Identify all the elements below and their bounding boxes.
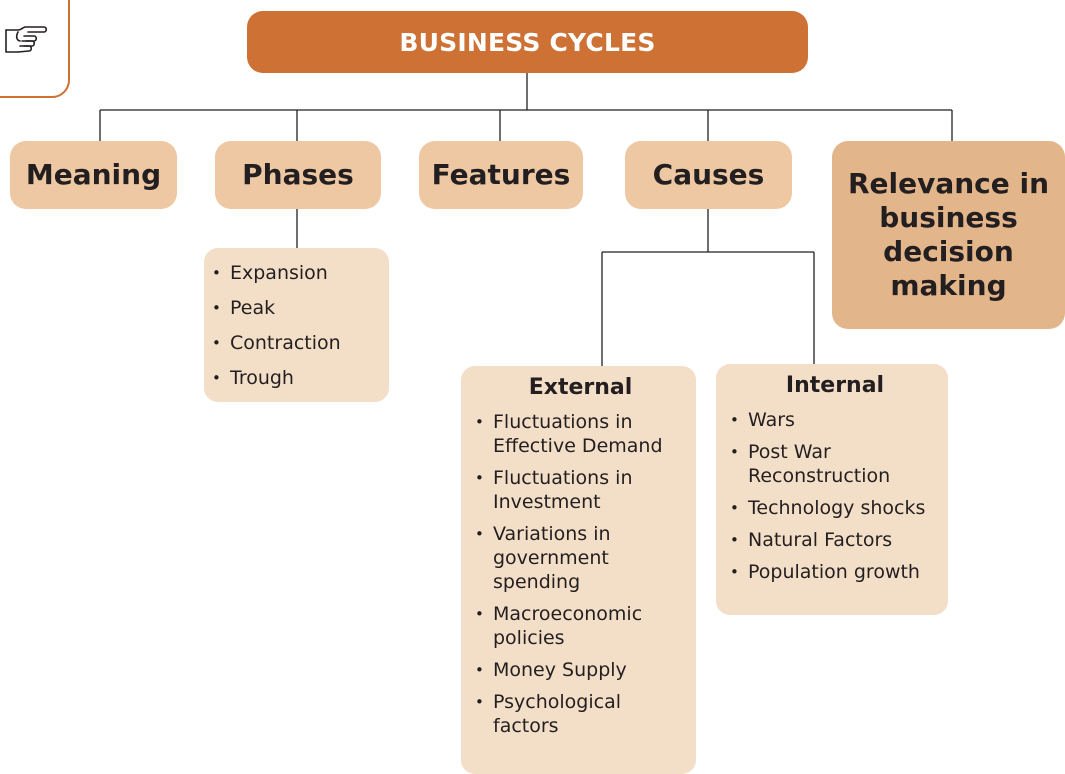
features-label: Features — [431, 157, 571, 191]
list-item: Technology shocks — [726, 496, 944, 520]
list-item: Natural Factors — [726, 528, 944, 552]
features-box: Features — [419, 141, 583, 209]
phases-label: Phases — [242, 157, 354, 191]
causes-label: Causes — [652, 157, 765, 191]
list-item: Money Supply — [471, 658, 690, 682]
list-item: Fluctuations in Effective Demand — [471, 410, 690, 458]
phases-list: ExpansionPeakContractionTrough — [208, 261, 389, 390]
causes-box: Causes — [625, 141, 792, 209]
internal-causes-box: Internal WarsPost War ReconstructionTech… — [716, 364, 948, 615]
list-item: Peak — [208, 296, 389, 320]
relevance-box: Relevance in business decision making — [832, 141, 1065, 329]
list-item: Wars — [726, 408, 944, 432]
meaning-box: Meaning — [10, 141, 177, 209]
internal-heading: Internal — [785, 373, 885, 398]
list-item: Variations in government spending — [471, 522, 690, 594]
list-item: Psychological factors — [471, 690, 690, 738]
relevance-label: Relevance in business decision making — [847, 166, 1050, 303]
internal-causes-list: WarsPost War ReconstructionTechnology sh… — [726, 408, 944, 584]
list-item: Fluctuations in Investment — [471, 466, 690, 514]
list-item: Contraction — [208, 331, 389, 355]
phases-list-box: ExpansionPeakContractionTrough — [204, 248, 389, 402]
list-item: Expansion — [208, 261, 389, 285]
meaning-label: Meaning — [25, 157, 162, 191]
list-item: Trough — [208, 366, 389, 390]
list-item: Post War Reconstruction — [726, 440, 944, 488]
corner-icon-box — [0, 0, 70, 98]
external-causes-box: External Fluctuations in Effective Deman… — [461, 366, 696, 774]
list-item: Population growth — [726, 560, 944, 584]
external-heading: External — [528, 375, 633, 400]
title-box: BUSINESS CYCLES — [247, 11, 808, 73]
list-item: Macroeconomic policies — [471, 602, 690, 650]
phases-box: Phases — [215, 141, 381, 209]
pointing-hand-icon — [5, 26, 48, 53]
external-causes-list: Fluctuations in Effective DemandFluctuat… — [471, 410, 690, 738]
diagram-title: BUSINESS CYCLES — [399, 27, 656, 57]
